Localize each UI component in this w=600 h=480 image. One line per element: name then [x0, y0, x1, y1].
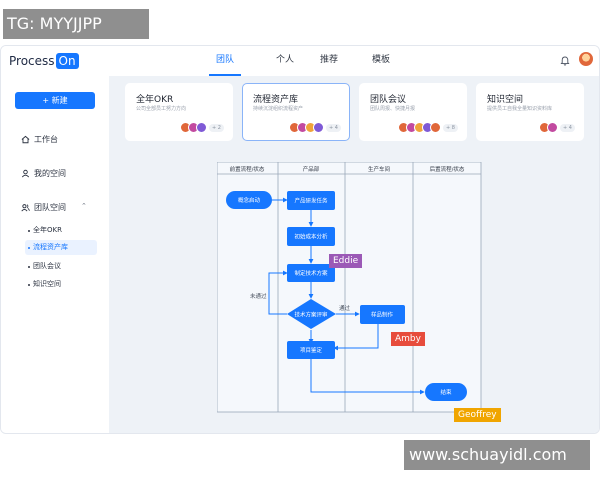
edge-label-reject: 未通过 — [250, 292, 267, 300]
card-title: 团队会议 — [370, 95, 407, 105]
flow-edge — [333, 324, 379, 351]
tab-team[interactable]: 团队 — [209, 46, 241, 76]
main-area: 全年OKR 公司全部员工努力方向 + 2 流程资产库 持续沉淀组织流程资产 — [109, 76, 599, 433]
card-avatar-group: + 4 — [539, 122, 575, 133]
lane-header-product: 产品部 — [303, 165, 320, 173]
card-avatar-group: + 2 — [180, 122, 224, 133]
collaborator-cursor-eddie: Eddie — [329, 254, 363, 268]
team-icon — [21, 204, 30, 212]
more-members-count: + 2 — [209, 123, 224, 132]
collaborator-cursor-geoffrey: Geoffrey — [454, 408, 501, 422]
tab-recommend[interactable]: 推荐 — [319, 55, 338, 65]
flow-node-label: 结束 — [440, 388, 452, 396]
card-avatar-group: + 4 — [289, 122, 341, 133]
sidebar-item-label: 团队空间 — [34, 203, 66, 212]
more-members-count: + 4 — [560, 123, 575, 132]
avatar — [313, 122, 325, 133]
card-description: 提供员工自我全量知识资料库 — [487, 106, 553, 112]
card-description: 公司全部员工努力方向 — [136, 106, 187, 112]
flow-node-rd-task[interactable] — [287, 191, 335, 210]
user-avatar[interactable] — [579, 52, 593, 66]
sidebar-item-label: 我的空间 — [34, 169, 66, 178]
home-icon — [21, 135, 30, 144]
card-description: 团队周报、快捷月报 — [370, 106, 416, 112]
card-title: 全年OKR — [136, 95, 174, 105]
flow-node-label: 概念启动 — [238, 196, 261, 204]
flow-node-end[interactable] — [425, 383, 467, 401]
sidebar-subitem-team-meeting[interactable]: 团队会议 — [25, 259, 97, 274]
flow-node-label: 制定技术方案 — [294, 269, 328, 277]
lane-header-post: 后置流程/状态 — [430, 165, 465, 173]
flow-node-sample[interactable] — [360, 305, 405, 324]
sidebar-subitem-process-library[interactable]: 流程资产库 — [25, 240, 97, 255]
avatar — [547, 122, 559, 133]
flow-node-label: 初始成本分析 — [294, 233, 328, 241]
sidebar-item-team-space[interactable]: 团队空间 — [21, 202, 66, 213]
team-card-meeting[interactable]: 团队会议 团队周报、快捷月报 + 8 — [359, 83, 467, 141]
flow-edge-reject — [268, 270, 288, 315]
edge-label-pass: 通过 — [339, 304, 351, 312]
lane-header-pre: 前置流程/状态 — [230, 165, 265, 173]
sidebar-item-workbench[interactable]: 工作台 — [21, 134, 58, 145]
team-card-knowledge[interactable]: 知识空间 提供员工自我全量知识资料库 + 4 — [476, 83, 584, 141]
more-members-count: + 8 — [443, 123, 458, 132]
flow-node-label: 产品研发任务 — [294, 197, 328, 205]
flow-edge — [310, 359, 425, 395]
sidebar-subitem-okr[interactable]: 全年OKR — [25, 223, 97, 238]
avatar — [430, 122, 442, 133]
sidebar: + 新建 工作台 我的空间 团队空间 ⌃ 全年OKR 流程资产库 团队会议 知识… — [1, 76, 109, 433]
sidebar-subitem-knowledge-space[interactable]: 知识空间 — [25, 277, 97, 292]
avatar — [196, 122, 208, 133]
flow-node-label: 样品制作 — [371, 311, 394, 319]
bell-icon[interactable] — [559, 55, 571, 67]
card-title: 流程资产库 — [253, 95, 299, 105]
flow-node-review-decision[interactable] — [287, 299, 336, 329]
card-title: 知识空间 — [487, 95, 524, 105]
new-button[interactable]: + 新建 — [15, 92, 95, 109]
bottom-watermark: www.schuayidl.com — [404, 440, 590, 470]
flow-node-tech-plan[interactable] — [287, 264, 335, 282]
team-card-process-library[interactable]: 流程资产库 持续沉淀组织流程资产 + 4 — [242, 83, 350, 141]
flow-node-label: 项目鉴定 — [300, 346, 323, 354]
collaborator-cursor-amby: Amby — [391, 332, 425, 346]
flow-node-cost-analysis[interactable] — [287, 227, 335, 246]
card-avatar-group: + 8 — [398, 122, 458, 133]
flow-node-label: 技术方案评审 — [294, 311, 328, 319]
sidebar-item-my-space[interactable]: 我的空间 — [21, 168, 66, 179]
card-description: 持续沉淀组织流程资产 — [253, 106, 304, 112]
top-nav: 团队 个人 推荐 模板 — [209, 46, 397, 76]
tab-templates[interactable]: 模板 — [371, 55, 390, 65]
user-icon — [21, 169, 30, 178]
sidebar-item-label: 工作台 — [34, 135, 58, 144]
flowchart-canvas[interactable]: 前置流程/状态 产品部 生产车间 后置流程/状态 未通过 通过 概念启动 产品研… — [217, 162, 485, 418]
flow-node-start[interactable] — [226, 191, 272, 209]
flow-node-appraisal[interactable] — [287, 341, 335, 359]
chevron-up-icon[interactable]: ⌃ — [81, 202, 87, 210]
logo-suffix: On — [55, 53, 79, 69]
more-members-count: + 4 — [326, 123, 341, 132]
top-watermark: TG: MYYJJPP — [3, 9, 149, 39]
lane-header-workshop: 生产车间 — [368, 165, 390, 173]
tab-personal[interactable]: 个人 — [275, 55, 294, 65]
logo-prefix: Process — [9, 54, 55, 68]
team-card-okr[interactable]: 全年OKR 公司全部员工努力方向 + 2 — [125, 83, 233, 141]
